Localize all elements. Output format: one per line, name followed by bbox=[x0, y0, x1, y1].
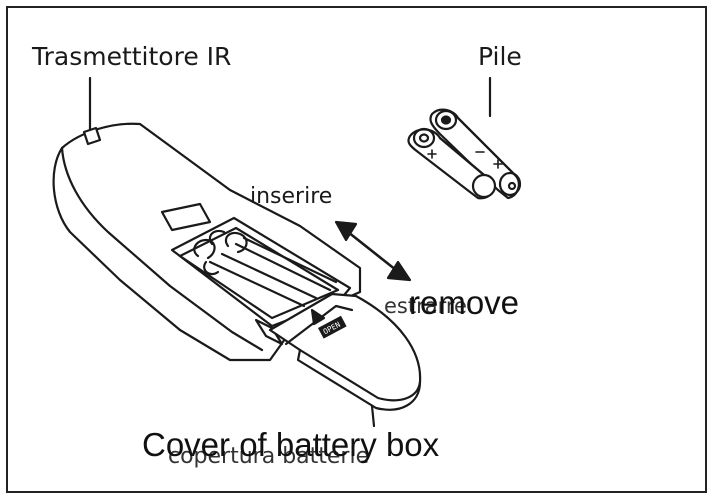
remote-button-rect bbox=[160, 202, 212, 232]
insert-label: inserire bbox=[250, 184, 333, 209]
cover-triangle-icon bbox=[310, 308, 326, 326]
battery-cover: OPEN bbox=[268, 292, 422, 411]
aa-battery-pair-icon bbox=[407, 108, 522, 200]
double-arrow-icon bbox=[334, 220, 412, 282]
cover-italian-label: copertura batterie bbox=[168, 444, 370, 469]
extract-label: estrarre bbox=[384, 294, 467, 318]
cover-leader-line bbox=[370, 404, 376, 428]
cover-english-label: Cover of battery box bbox=[142, 426, 440, 463]
batteries-label: Pile bbox=[478, 42, 522, 71]
remove-label: remove bbox=[409, 284, 520, 321]
ir-transmitter-label: Trasmettitore IR bbox=[32, 42, 232, 71]
